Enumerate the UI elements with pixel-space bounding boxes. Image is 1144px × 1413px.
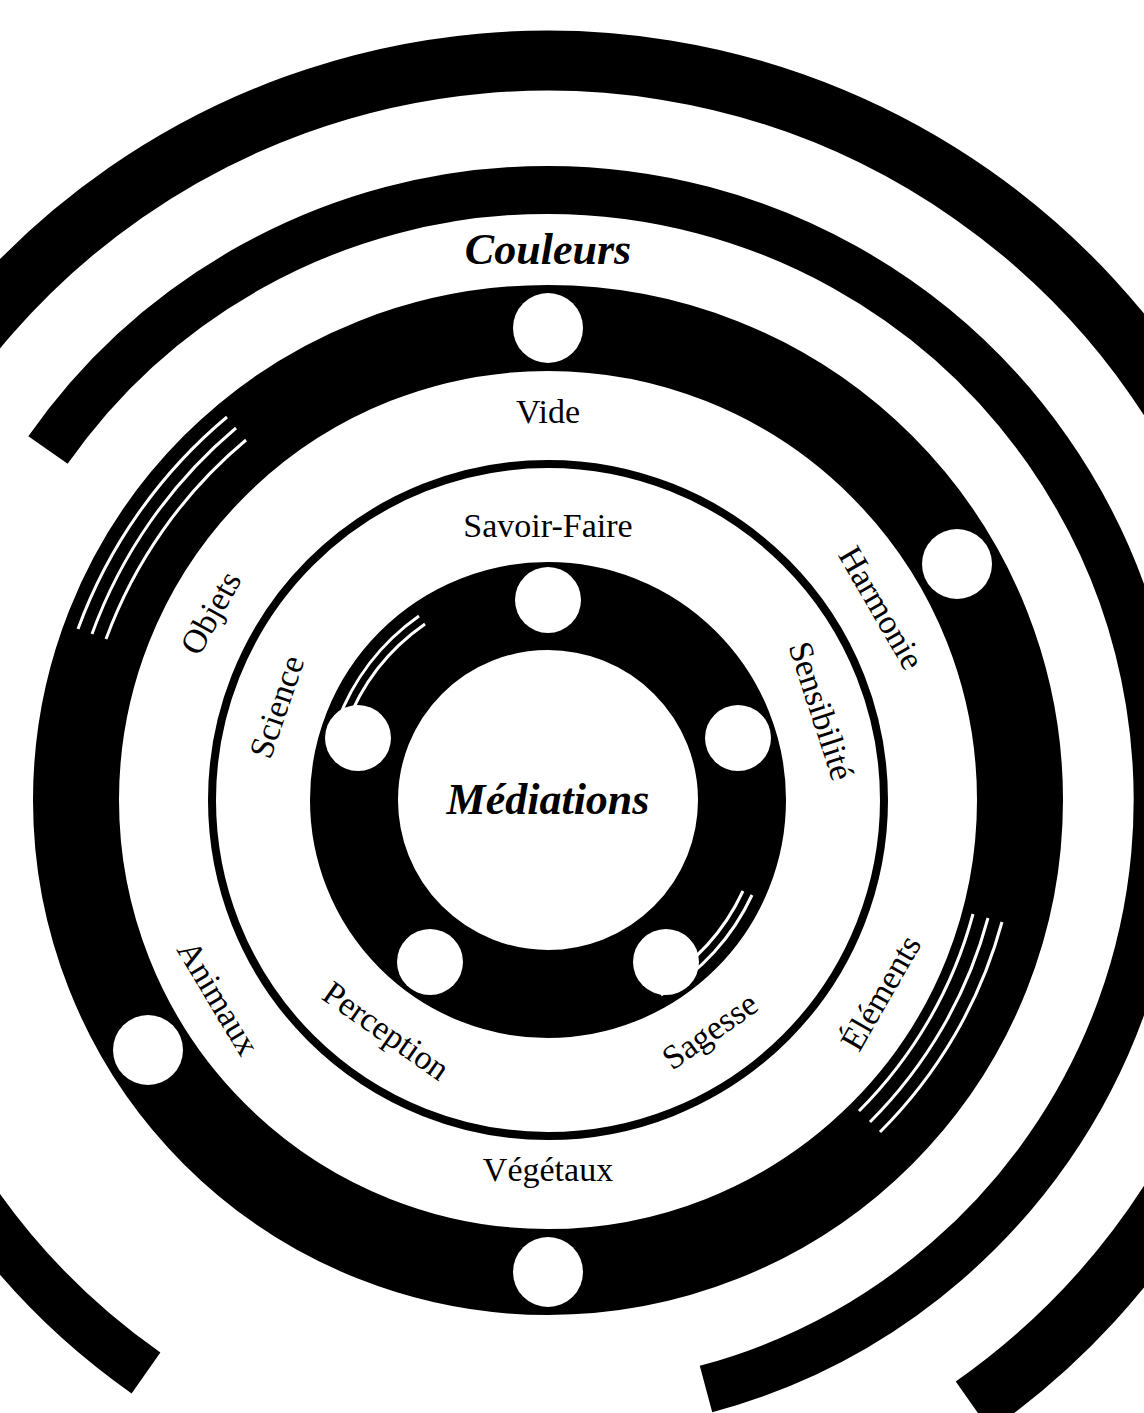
- pinstripes: [78, 417, 1002, 1132]
- ring-band: Savoir-FaireSensibilitéSagesse Perception…: [212, 464, 884, 1136]
- ring-label: Sagesse: [656, 986, 764, 1076]
- ring-label: Animaux: [171, 935, 265, 1061]
- thin-ring: [212, 464, 884, 1136]
- ring-label: Végétaux: [483, 1153, 613, 1187]
- ring-label: Vide: [516, 395, 580, 429]
- ring-band: VideHarmonieÉlémentsVégétaux Animaux Objet…: [33, 285, 1063, 1315]
- ring-label: Harmonie: [833, 540, 930, 675]
- outer-ring: [76, 328, 1020, 1272]
- ring-label: Éléments: [835, 929, 928, 1056]
- ring-label: Savoir-Faire: [463, 509, 632, 543]
- spiral-arm: [48, 190, 1144, 1389]
- ring-label: Science: [243, 651, 310, 762]
- ring-label: Sensibilité: [783, 638, 860, 785]
- center-circle: Médiations: [398, 650, 698, 950]
- ring-title: Médiations: [447, 778, 650, 822]
- ring-title: Couleurs: [465, 228, 631, 272]
- spiral-arm: [0, 1150, 146, 1373]
- ring-label: Objets: [175, 566, 248, 660]
- ring-dots: [113, 293, 992, 1307]
- inner-ring: [354, 606, 742, 994]
- spiral-arm: [0, 61, 1144, 1406]
- ring-label: Perception: [317, 975, 456, 1086]
